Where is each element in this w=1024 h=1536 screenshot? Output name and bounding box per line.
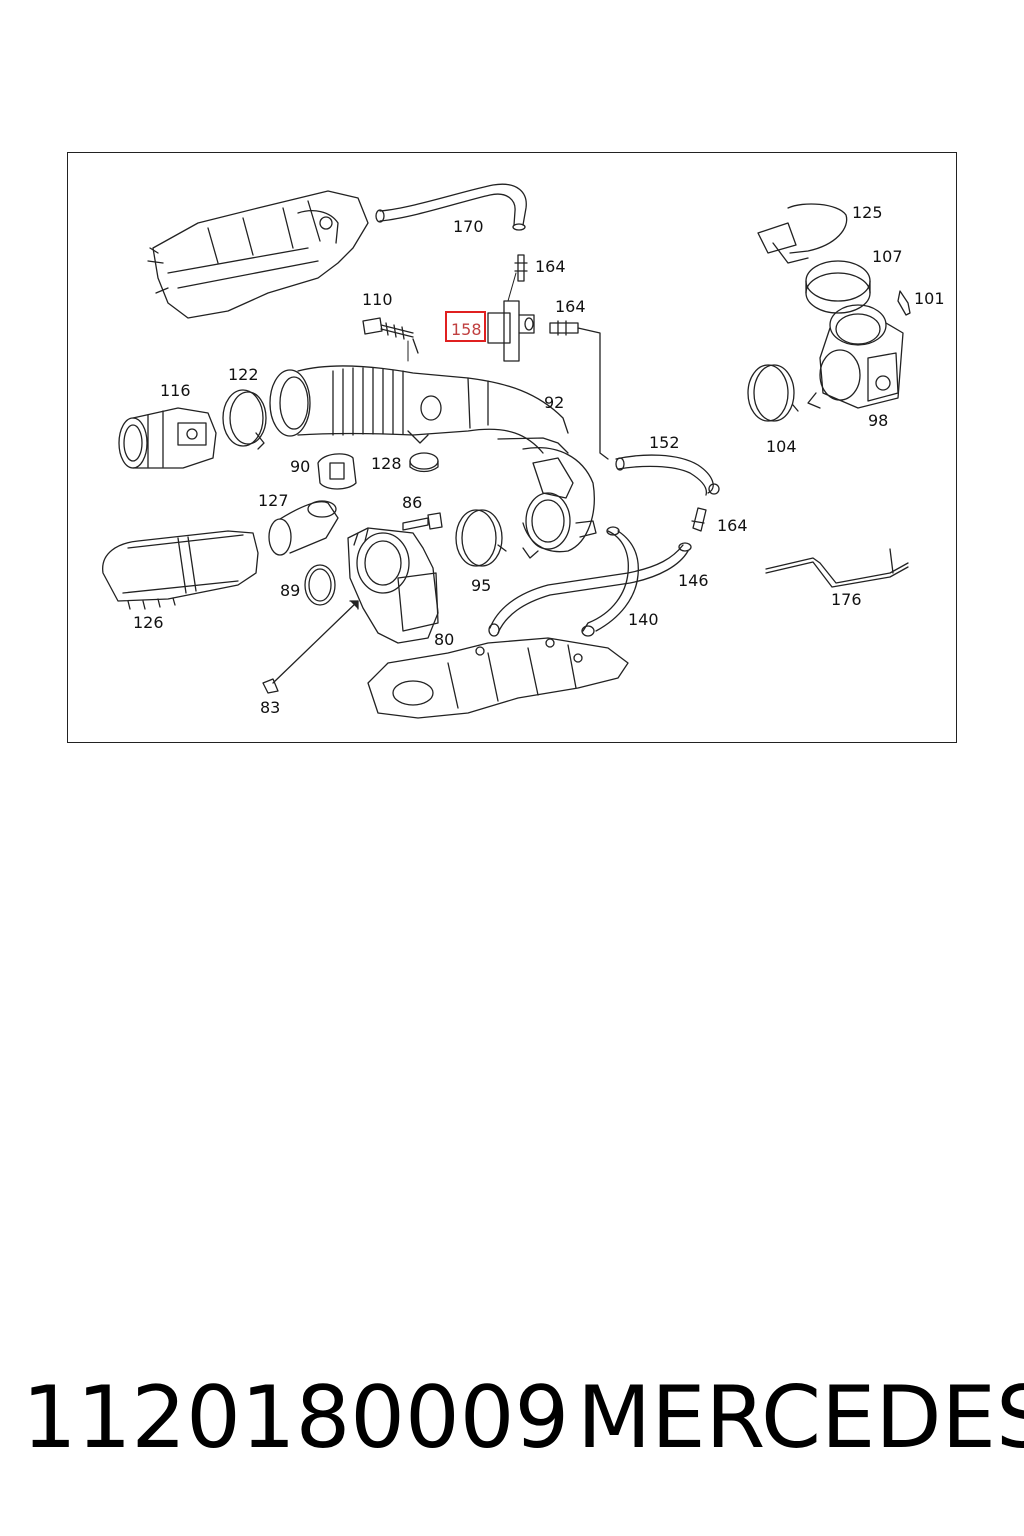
pipe-127-drawing (268, 500, 339, 556)
callout-164-top: 164 (535, 257, 566, 276)
callout-146: 146 (678, 571, 709, 590)
upper-manifold-drawing (147, 190, 369, 319)
arrow-83-drawing (262, 600, 359, 694)
callout-116: 116 (160, 381, 191, 400)
callout-126: 126 (133, 613, 164, 632)
callout-83: 83 (260, 698, 281, 717)
fitting-164-lower-drawing (691, 507, 707, 532)
callout-92: 92 (544, 393, 565, 412)
pipe-176-drawing (765, 548, 909, 588)
ring-107-drawing (805, 260, 871, 314)
part-caption: 1120180009 MERCEDES (22, 1368, 1024, 1468)
callout-164-right: 164 (555, 297, 586, 316)
clamp-125-drawing (757, 203, 848, 264)
callout-122: 122 (228, 365, 259, 384)
connector-92-lower-drawing (522, 447, 597, 559)
callout-95: 95 (471, 576, 492, 595)
intake-duct-92-drawing (269, 365, 569, 454)
part-number: 1120180009 (22, 1368, 570, 1468)
exploded-view-drawing (102, 183, 911, 719)
brand-name: MERCEDES (577, 1368, 1024, 1468)
callout-89: 89 (280, 581, 301, 600)
hose-146-drawing (488, 542, 692, 637)
clamp-122-drawing (222, 389, 267, 450)
cap-128-drawing (409, 452, 439, 473)
resonator-126-drawing (102, 530, 259, 610)
clip-101-drawing (897, 290, 911, 316)
callout-164-lower: 164 (717, 516, 748, 535)
gasket-89-drawing (304, 564, 336, 606)
adapter-98-drawing (807, 304, 904, 409)
callout-90: 90 (290, 457, 311, 476)
bolt-86-drawing (402, 512, 443, 531)
fitting-164-right-drawing (549, 320, 609, 460)
connector-90-drawing (317, 453, 357, 490)
hose-152-drawing (615, 454, 720, 496)
callout-176: 176 (831, 590, 862, 609)
hose-170-drawing (375, 183, 527, 231)
callout-127: 127 (258, 491, 289, 510)
bolt-110-drawing (362, 317, 419, 354)
air-mass-sensor-116-drawing (118, 407, 217, 469)
callout-101: 101 (914, 289, 945, 308)
callout-110: 110 (362, 290, 393, 309)
callout-125: 125 (852, 203, 883, 222)
callout-152: 152 (649, 433, 680, 452)
fitting-164-top-drawing (514, 254, 528, 282)
clamp-95-drawing (455, 509, 507, 567)
lower-manifold-drawing (367, 637, 629, 719)
hose-140-drawing (581, 526, 639, 637)
callout-86: 86 (402, 493, 423, 512)
callout-107: 107 (872, 247, 903, 266)
throttle-body-80-drawing (347, 527, 439, 644)
callout-98: 98 (868, 411, 889, 430)
callout-80: 80 (434, 630, 455, 649)
tee-fitting-158-drawing (487, 300, 535, 362)
callout-170: 170 (453, 217, 484, 236)
callout-104: 104 (766, 437, 797, 456)
callout-140: 140 (628, 610, 659, 629)
ring-104-drawing (747, 364, 799, 422)
leader-lines (407, 272, 517, 362)
parts-diagram: 170 164 110 158 164 125 107 101 116 122 … (67, 152, 957, 743)
callout-158-highlighted[interactable]: 158 (445, 311, 486, 342)
callout-128: 128 (371, 454, 402, 473)
